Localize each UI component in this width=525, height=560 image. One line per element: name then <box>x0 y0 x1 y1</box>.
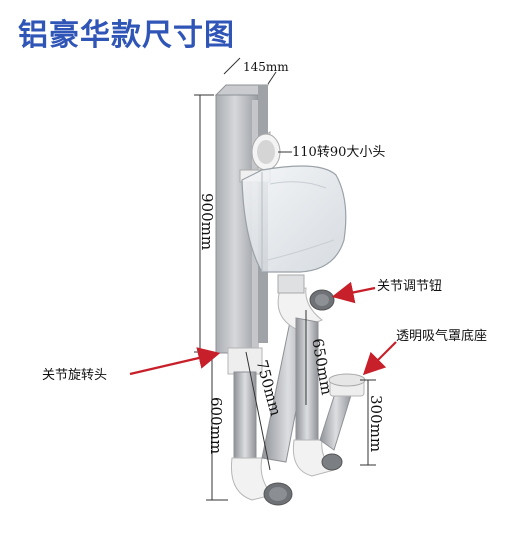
dim-hood-base: 300mm <box>367 395 385 453</box>
label-adapter: 110转90大小头 <box>292 145 386 160</box>
transparent-hood <box>241 165 347 273</box>
diagram-title: 铝豪华款尺寸图 <box>18 18 235 53</box>
annotation-arrows <box>129 281 397 376</box>
arm-650 <box>292 317 343 477</box>
dim-upper-height: 900mm <box>198 193 216 251</box>
dim-lower-height: 600mm <box>207 397 225 455</box>
upper-joint <box>277 274 335 331</box>
hood-arm <box>319 373 366 451</box>
dimension-lines <box>194 57 376 501</box>
dim-top-width: 145mm <box>243 60 289 74</box>
label-joint-knob: 关节调节钮 <box>377 279 443 294</box>
label-hood-base: 透明吸气罩底座 <box>396 329 488 344</box>
label-rotary-joint: 关节旋转头 <box>42 368 108 383</box>
rotary-joint <box>227 347 293 506</box>
